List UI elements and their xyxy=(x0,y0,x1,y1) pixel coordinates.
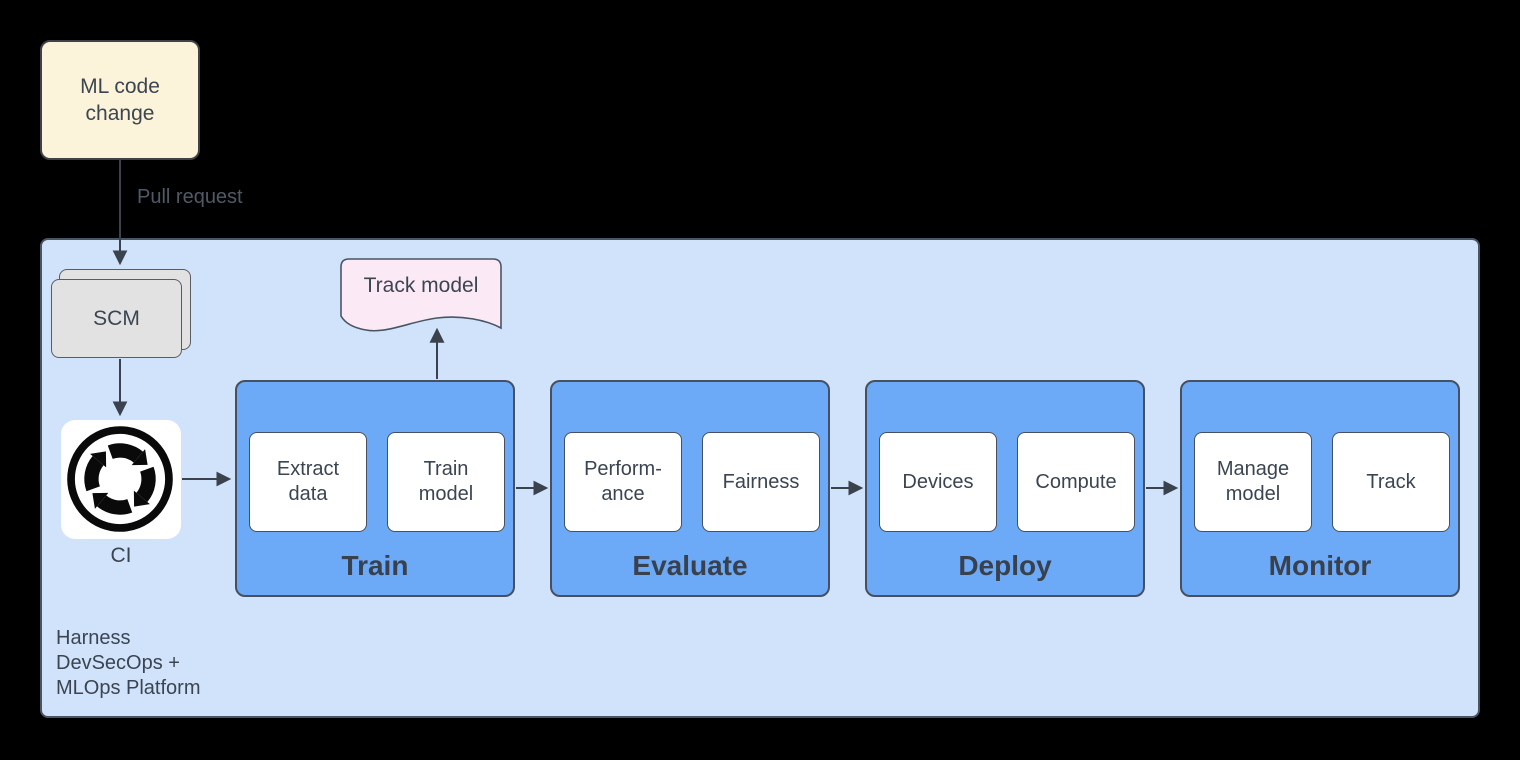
ml-code-change-label: ML code change xyxy=(80,75,160,125)
node-ml-code-change: ML code change xyxy=(40,40,200,160)
stage-evaluate-title: Evaluate xyxy=(632,550,748,581)
stage-evaluate: Perform-ance Fairness Evaluate xyxy=(550,380,830,597)
stage-deploy-title: Deploy xyxy=(958,550,1052,581)
chip-extract-data: Extract data xyxy=(249,432,367,532)
platform-label: Harness DevSecOps + MLOps Platform xyxy=(56,627,201,699)
scm-label: SCM xyxy=(93,306,140,330)
ci-label: CI xyxy=(110,544,132,567)
chip-devices: Devices xyxy=(879,432,997,532)
chip-train-model: Train model xyxy=(387,432,505,532)
stage-deploy: Devices Compute Deploy xyxy=(865,380,1145,597)
stage-train: Extract data Train model Train xyxy=(235,380,515,597)
chip-performance: Perform-ance xyxy=(564,432,682,532)
chip-fairness: Fairness xyxy=(702,432,820,532)
track-model-label: Track model xyxy=(363,274,479,297)
node-ci xyxy=(61,420,181,539)
chip-track: Track xyxy=(1332,432,1450,532)
stage-monitor-title: Monitor xyxy=(1268,550,1372,581)
chip-manage-model: Manage model xyxy=(1194,432,1312,532)
stage-monitor: Manage model Track Monitor xyxy=(1180,380,1460,597)
chip-compute: Compute xyxy=(1017,432,1135,532)
stage-train-title: Train xyxy=(341,550,409,581)
node-scm: SCM xyxy=(51,279,182,358)
pull-request-label: Pull request xyxy=(137,186,243,208)
ci-cycle-icon xyxy=(67,426,173,532)
track-model-document xyxy=(340,258,502,332)
